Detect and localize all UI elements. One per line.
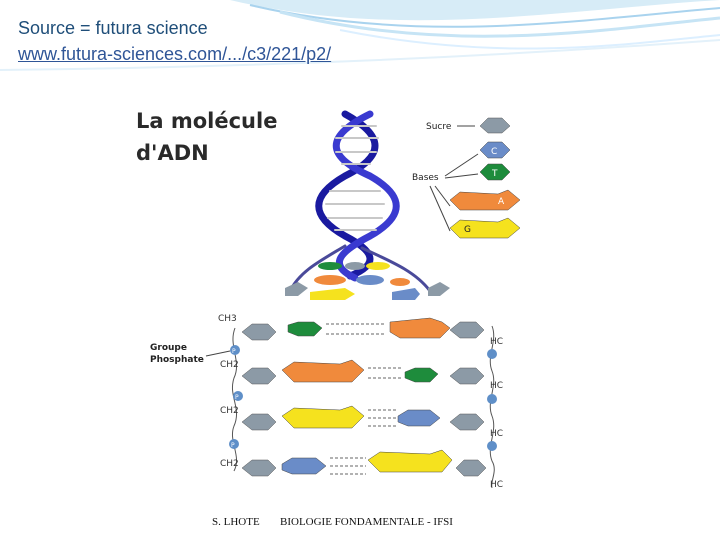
dna-molecule-figure: La molécule d'ADN — [130, 96, 535, 501]
svg-text:C: C — [491, 147, 497, 157]
legend-base-t — [479, 163, 511, 181]
hc-label-3: HC — [490, 429, 503, 439]
svg-text:P: P — [231, 442, 235, 449]
footer-course: BIOLOGIE FONDAMENTALE - IFSI — [280, 516, 453, 528]
legend-base-a — [449, 189, 521, 211]
legend: Sucre Bases C T A G — [412, 117, 521, 239]
double-helix — [288, 110, 432, 293]
phosphate-backbone-right — [487, 325, 497, 489]
unwinding-bases — [285, 262, 450, 300]
dna-illustration: La molécule d'ADN — [136, 109, 521, 490]
phosphate-backbone-left: P P P — [229, 327, 243, 472]
svg-text:P: P — [232, 348, 236, 355]
svg-text:A: A — [498, 197, 505, 207]
figure-title-line1: La molécule — [136, 109, 277, 133]
ch3-label: CH3 — [218, 314, 237, 324]
svg-text:T: T — [491, 169, 498, 179]
legend-sucre-label: Sucre — [426, 122, 452, 132]
footer-author: S. LHOTE — [212, 516, 260, 528]
base-pair-row-2 — [241, 359, 485, 385]
source-title: Source = futura science — [18, 18, 208, 38]
base-pair-row-1 — [241, 317, 485, 341]
figure-title-line2: d'ADN — [136, 141, 209, 165]
svg-text:G: G — [464, 225, 471, 235]
svg-text:P: P — [235, 394, 239, 401]
hc-label-4: HC — [490, 480, 503, 490]
base-pair-row-3 — [241, 405, 485, 431]
hc-label-1: HC — [490, 337, 503, 347]
ch2-label-1: CH2 — [220, 360, 239, 370]
source-link[interactable]: www.futura-sciences.com/.../c3/221/p2/ — [18, 44, 332, 64]
header-wave-decoration — [0, 0, 720, 71]
ch2-label-2: CH2 — [220, 406, 239, 416]
base-pair-row-4 — [241, 449, 487, 477]
legend-base-g — [449, 217, 521, 239]
hc-label-2: HC — [490, 381, 503, 391]
legend-base-c — [479, 141, 511, 159]
groupe-phosphate-label-1: Groupe — [150, 343, 187, 353]
legend-sugar-pentagon — [479, 117, 511, 134]
groupe-phosphate-label-2: Phosphate — [150, 355, 204, 365]
ch2-label-3: CH2 — [220, 459, 239, 469]
legend-bases-label: Bases — [412, 173, 439, 183]
